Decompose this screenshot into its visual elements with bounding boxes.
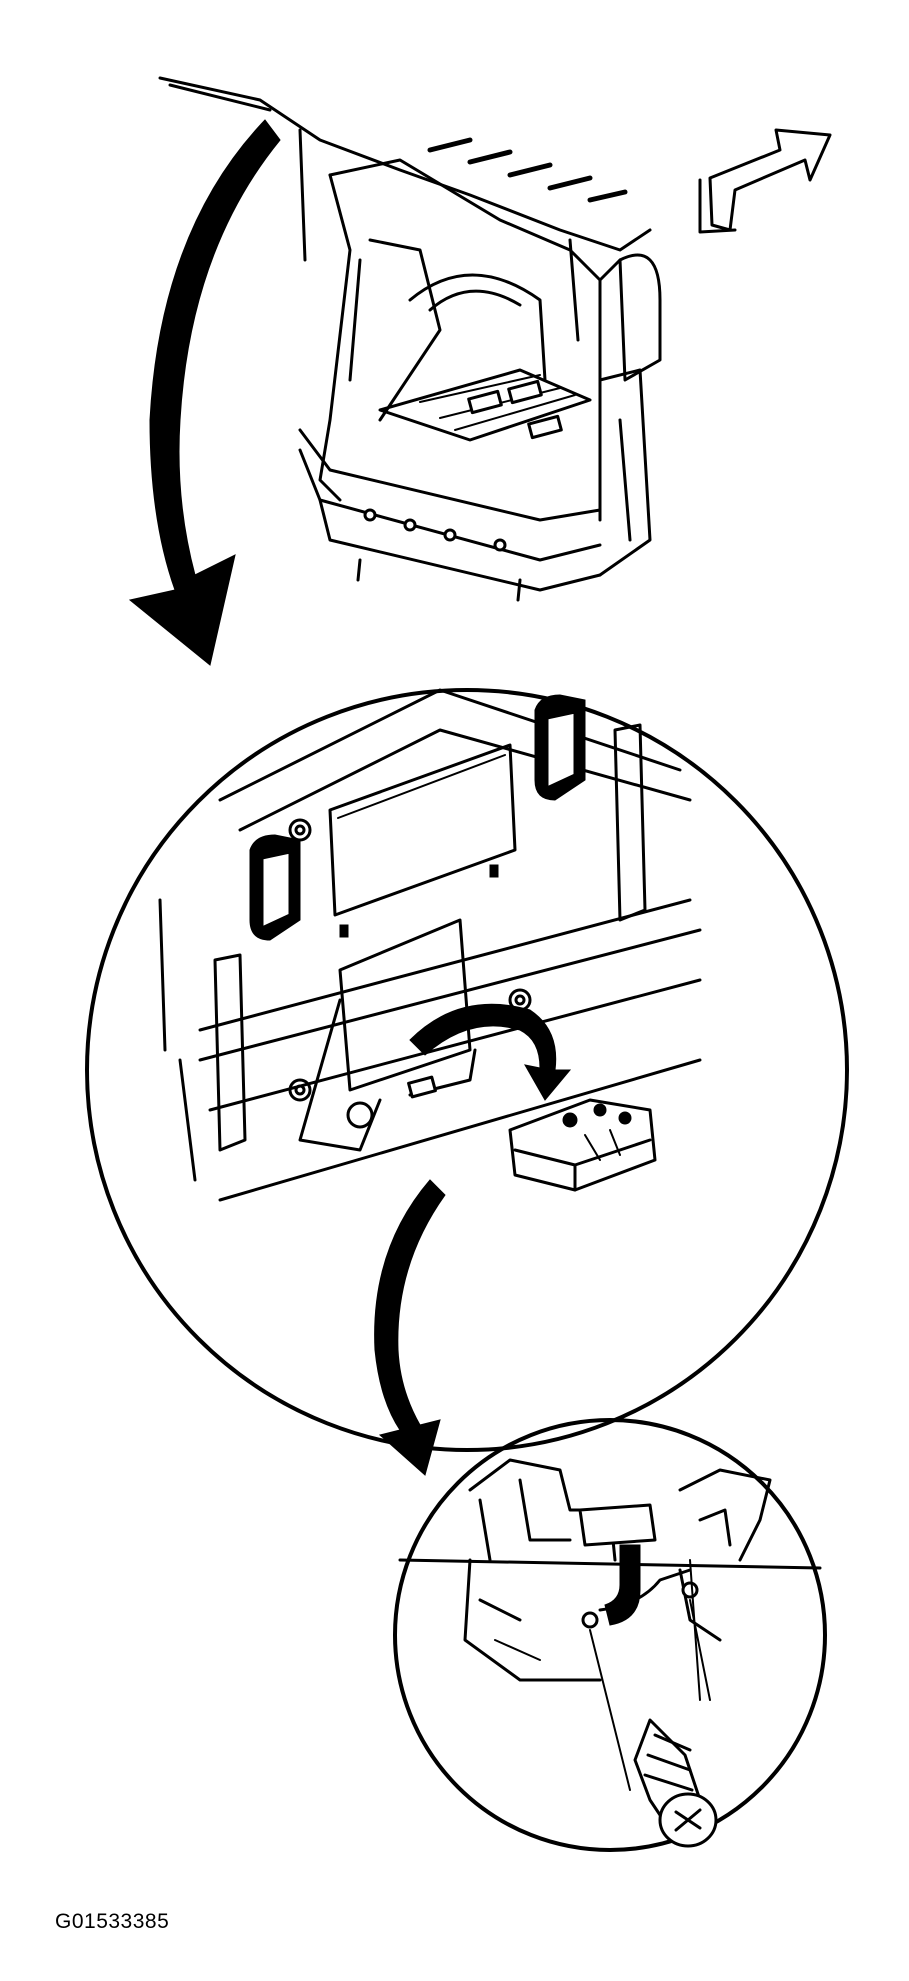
detail-circle-1	[85, 688, 849, 1452]
callout-arrow-1	[128, 119, 281, 666]
front-arrow-icon	[698, 128, 832, 234]
vehicle-rear-view	[158, 76, 662, 602]
detail-circle-2	[393, 1418, 827, 1852]
figure-code: G01533385	[55, 1910, 170, 1933]
screw-icon	[633, 1718, 718, 1848]
callout-arrow-2	[374, 1179, 446, 1476]
